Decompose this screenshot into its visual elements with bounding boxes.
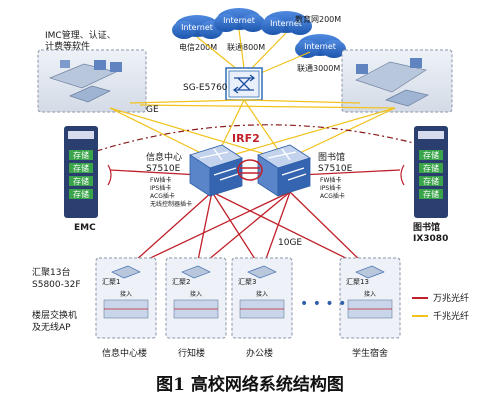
core-info-card: IPS插卡 xyxy=(150,184,171,192)
core-info-card: ACG插卡 xyxy=(150,192,175,200)
legend: 万兆光纤 千兆光纤 xyxy=(412,292,469,322)
internet-cloud-2: Internet xyxy=(214,8,265,32)
core-library-card: IPS插卡 xyxy=(320,184,341,192)
cloud-label: Internet xyxy=(270,19,302,28)
building-label: 学生宿舍 xyxy=(352,347,388,359)
access-desc-label-2: 及无线AP xyxy=(32,321,71,333)
access-label: 接入 xyxy=(364,290,376,298)
core-switch-library xyxy=(257,144,311,197)
core-info-card: FW插卡 xyxy=(150,176,171,184)
building-label: 办公楼 xyxy=(246,347,273,359)
core-info-model: S7510E xyxy=(146,164,181,174)
aggregation-group-13: 汇聚13 接入 xyxy=(339,257,401,339)
aggregation-group-1: 汇聚1 接入 xyxy=(95,257,157,339)
library-storage-label-1: 图书馆 xyxy=(413,221,440,233)
irf-label: IRF2 xyxy=(232,132,260,145)
tengig-links xyxy=(109,169,401,271)
isp-label-telecom: 电信200M xyxy=(179,42,217,52)
isp-label-unicom: 联通800M xyxy=(227,42,265,52)
internet-cloud-3: Internet xyxy=(261,11,312,35)
core-library-card: FW插卡 xyxy=(320,176,341,184)
legend-label-tengig: 万兆光纤 xyxy=(433,292,469,304)
cloud-label: Internet xyxy=(304,42,336,51)
cloud-label: Internet xyxy=(223,16,255,25)
storage-slot: 存储 xyxy=(423,163,439,173)
tenge-link-label: 10GE xyxy=(278,238,302,248)
agg-label: 汇聚13 xyxy=(346,278,369,286)
building-label: 信息中心楼 xyxy=(102,347,147,359)
agg-label: 汇聚3 xyxy=(238,278,256,286)
aggregation-model-label: S5800-32F xyxy=(32,280,81,290)
storage-slot: 存储 xyxy=(423,150,439,160)
ge-link-label: GE xyxy=(146,105,159,115)
legend-label-gig: 千兆光纤 xyxy=(433,310,469,322)
library-storage: 存储 存储 存储 存储 xyxy=(414,126,448,218)
core-library-model: S7510E xyxy=(318,164,353,174)
isp-label-unicom2: 联通3000M xyxy=(297,63,340,73)
library-server-panel xyxy=(341,49,453,113)
internet-cloud-4: Internet xyxy=(295,34,346,58)
library-storage-label-2: IX3080 xyxy=(413,234,448,244)
storage-slot: 存储 xyxy=(73,163,89,173)
imc-label-line2: 计费等软件 xyxy=(45,40,90,52)
internet-uplinks xyxy=(196,29,311,76)
egress-router xyxy=(225,67,263,101)
core-info-card: 无线控制器插卡 xyxy=(150,200,192,208)
access-label: 接入 xyxy=(256,290,268,298)
irf-dashed-arc xyxy=(69,124,441,161)
core-info-name: 信息中心 xyxy=(146,151,182,163)
core-switch-info xyxy=(189,144,243,197)
storage-slot: 存储 xyxy=(423,189,439,199)
aggregation-group-3: 汇聚3 接入 xyxy=(231,257,293,339)
imc-label-line1: IMC管理、认证、 xyxy=(45,29,116,41)
storage-slot: 存储 xyxy=(73,150,89,160)
emc-label: EMC xyxy=(74,223,96,233)
access-label: 接入 xyxy=(120,290,132,298)
gigabit-links xyxy=(109,99,396,161)
storage-slot: 存储 xyxy=(73,176,89,186)
cloud-label: Internet xyxy=(181,23,213,32)
emc-storage: 存储 存储 存储 存储 xyxy=(64,126,98,218)
egress-router-label: SG-E5760 xyxy=(183,83,228,93)
access-desc-label-1: 楼层交换机 xyxy=(32,309,77,321)
agg-label: 汇聚2 xyxy=(172,278,190,286)
isp-label-edu: 教育网200M xyxy=(295,14,341,24)
more-groups-ellipsis: • • • • xyxy=(300,296,346,312)
agg-label: 汇聚1 xyxy=(102,278,120,286)
figure-caption: 图1 高校网络系统结构图 xyxy=(156,374,344,395)
storage-slot: 存储 xyxy=(73,189,89,199)
storage-slot: 存储 xyxy=(423,176,439,186)
aggregation-group-2: 汇聚2 接入 xyxy=(165,257,227,339)
imc-server-panel xyxy=(37,49,147,113)
core-library-name: 图书馆 xyxy=(318,151,345,163)
core-library-card: ACG插卡 xyxy=(320,192,345,200)
building-label: 行知楼 xyxy=(178,347,205,359)
aggregation-count-label: 汇聚13台 xyxy=(32,266,70,278)
access-label: 接入 xyxy=(190,290,202,298)
irf-link xyxy=(237,159,263,181)
